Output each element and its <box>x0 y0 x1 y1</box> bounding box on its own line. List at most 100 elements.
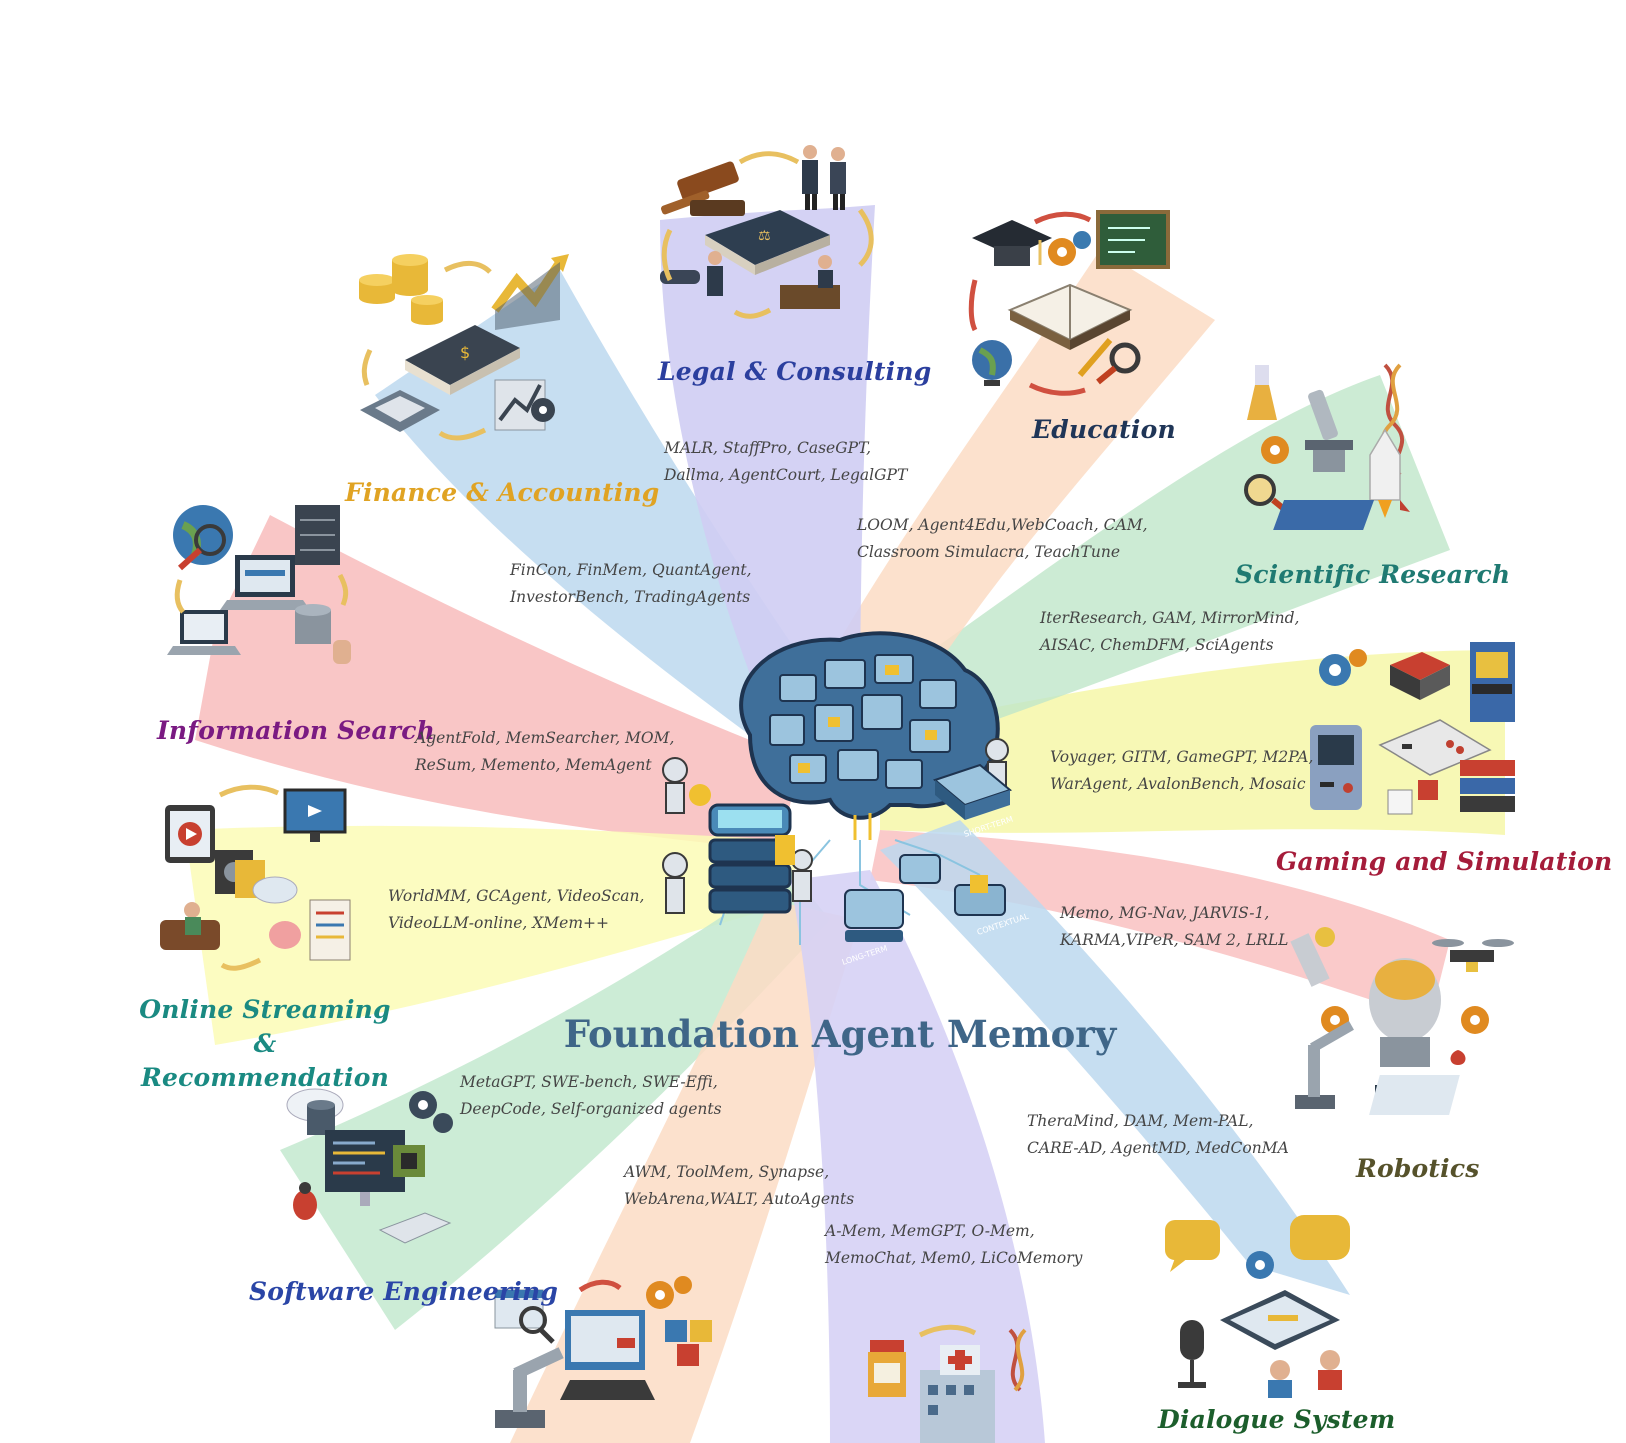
gear-icon <box>1048 231 1091 266</box>
beam-legal <box>660 205 875 750</box>
user-avatar-icon <box>1268 1350 1342 1398</box>
works-line: AISAC, ChemDFM, SciAgents <box>1040 636 1274 654</box>
search-illustration <box>165 500 365 680</box>
open-book-icon <box>1007 283 1133 350</box>
domain-title-robotics: Robotics <box>1356 1154 1480 1183</box>
microphone-icon <box>1178 1320 1206 1388</box>
works-line: WarAgent, AvalonBench, Mosaic <box>1050 775 1306 793</box>
laptop-search-icon <box>220 555 310 610</box>
memory-brain-illustration: SHORT-TERM CONTEXTUAL LONG-TERM <box>662 625 1060 990</box>
ai-head-icon <box>1369 958 1441 1067</box>
code-monitor-icon <box>325 1130 405 1206</box>
flask-icon <box>1247 365 1277 420</box>
works-line: Classroom Simulacra, TeachTune <box>857 543 1120 561</box>
works-finance: FinCon, FinMem, QuantAgent, InvestorBenc… <box>510 557 752 611</box>
diagram-title: Foundation Agent Memory <box>563 1012 1117 1056</box>
works-line: A-Mem, MemGPT, O-Mem, <box>825 1222 1035 1240</box>
robotic-arm-icon <box>495 1347 564 1428</box>
software-illustration <box>285 1085 470 1250</box>
trend-arrow-icon <box>491 254 569 330</box>
works-line: MemoChat, Mem0, LiCoMemory <box>825 1249 1083 1267</box>
brain-icon <box>739 631 1000 840</box>
map-pin-icon <box>1369 1050 1466 1115</box>
dna-icon <box>1008 1328 1027 1392</box>
works-line: Voyager, GITM, GameGPT, M2PA, <box>1050 748 1314 766</box>
works-line: MALR, StaffPro, CaseGPT, <box>664 439 872 457</box>
streaming-illustration <box>160 784 360 980</box>
works-software: MetaGPT, SWE-bench, SWE-Effi, DeepCode, … <box>460 1069 722 1123</box>
database-icon <box>307 1100 335 1135</box>
domain-title-science: Scientific Research <box>1235 560 1511 589</box>
industrial-arm-icon <box>1295 1021 1354 1109</box>
browser-search-icon <box>494 1289 555 1344</box>
handshake-people-icon <box>802 145 846 210</box>
works-line: ReSum, Memento, MemAgent <box>415 756 652 774</box>
beam-automation <box>510 900 860 1443</box>
finance-illustration: $ <box>355 250 575 450</box>
keyboard-icon <box>378 1212 452 1244</box>
robotics-illustration <box>1290 925 1520 1125</box>
works-line: CARE-AD, AgentMD, MedConMA <box>1027 1139 1289 1157</box>
long-term-memory-module: LONG-TERM <box>841 889 904 967</box>
works-line: VideoLLM-online, XMem++ <box>388 914 609 932</box>
database-icon <box>295 604 331 644</box>
works-robotics: Memo, MG-Nav, JARVIS-1, KARMA,VIPeR, SAM… <box>1060 900 1288 954</box>
works-streaming: WorldMM, GCAgent, VideoScan, VideoLLM-on… <box>388 883 644 937</box>
graduation-cap-icon <box>972 220 1052 266</box>
microscope-icon <box>1305 389 1353 472</box>
works-line: KARMA,VIPeR, SAM 2, LRLL <box>1060 931 1289 949</box>
works-line: AWM, ToolMem, Synapse, <box>624 1163 830 1181</box>
bug-icon <box>293 1182 317 1220</box>
works-dialogue: TheraMind, DAM, Mem-PAL, CARE-AD, AgentM… <box>1027 1108 1289 1162</box>
domain-title-gaming: Gaming and Simulation <box>1276 847 1613 876</box>
ledger-book-icon: $ <box>405 325 520 395</box>
chip-icon <box>393 1145 425 1177</box>
gear-icon <box>409 1091 453 1133</box>
computer-icon <box>560 1310 655 1400</box>
dialogue-illustration <box>1160 1210 1360 1400</box>
law-book-icon: ⚖ <box>705 210 830 275</box>
works-healthcare: A-Mem, MemGPT, O-Mem, MemoChat, Mem0, Li… <box>825 1218 1082 1272</box>
beam-science <box>860 375 1450 760</box>
couch-user-icon <box>160 902 220 950</box>
domain-title-software: Software Engineering <box>249 1277 559 1306</box>
speech-bubble-icon <box>1165 1215 1350 1272</box>
works-line: LOOM, Agent4Edu,WebCoach, CAM, <box>857 516 1148 534</box>
automation-illustration <box>494 1276 725 1443</box>
gaming-illustration <box>1310 640 1525 835</box>
works-line: WebArena,WALT, AutoAgents <box>624 1190 855 1208</box>
chalkboard-icon <box>1096 210 1170 269</box>
hospital-icon <box>920 1345 995 1443</box>
healthcare-illustration <box>860 1324 1050 1443</box>
hand-pointer-icon <box>333 640 351 664</box>
works-legal: MALR, StaffPro, CaseGPT, Dallma, AgentCo… <box>664 435 907 489</box>
arcade-cabinet-icon <box>1470 642 1515 722</box>
medicine-bottle-icon <box>868 1340 906 1397</box>
works-line: AgentFold, MemSearcher, MOM, <box>415 729 675 747</box>
game-box-icon <box>1390 652 1450 700</box>
domain-title-finance: Finance & Accounting <box>345 478 660 507</box>
gavel-icon <box>660 161 745 216</box>
beam-dialogue <box>880 820 1350 1295</box>
gear-icon <box>1319 649 1367 686</box>
brain-icon <box>269 921 301 949</box>
domain-title-streaming: Online Streaming & Recommendation <box>139 995 391 1092</box>
legal-illustration: ⚖ <box>660 140 880 335</box>
domain-title-dialogue: Dialogue System <box>1158 1405 1396 1434</box>
chart-gear-icon <box>494 379 555 431</box>
recommendation-list-icon <box>309 899 351 961</box>
works-search: AgentFold, MemSearcher, MOM, ReSum, Meme… <box>415 725 674 779</box>
calculator-icon <box>360 390 440 432</box>
tablet-chat-icon <box>1220 1290 1340 1350</box>
works-line: Memo, MG-Nav, JARVIS-1, <box>1060 904 1270 922</box>
svg-text:$: $ <box>460 343 470 362</box>
works-education: LOOM, Agent4Edu,WebCoach, CAM, Classroom… <box>857 512 1148 566</box>
works-line: IterResearch, GAM, MirrorMind, <box>1040 609 1300 627</box>
domain-title-education: Education <box>1032 415 1176 444</box>
gear-icon <box>1246 1251 1274 1279</box>
gear-icon <box>646 1276 692 1309</box>
beam-finance <box>375 270 830 750</box>
coins-icon <box>359 254 443 325</box>
client-meeting-icon <box>660 251 840 309</box>
